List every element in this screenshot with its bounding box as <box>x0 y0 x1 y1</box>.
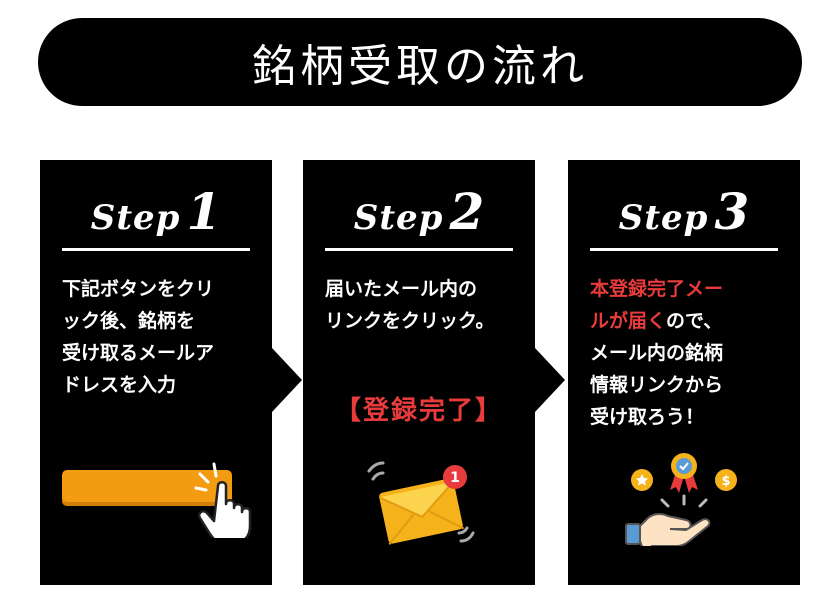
step-heading-1: Step 1 <box>40 182 272 241</box>
title-banner: 銘柄受取の流れ <box>38 18 802 106</box>
step-description-rest: ので、 メール内の銘柄 情報リンクから 受け取ろう！ <box>590 310 724 428</box>
step-panel-1: Step 1 下記ボタンをクリ ック後、銘柄を 受け取るメールア ドレスを入力 <box>40 160 272 585</box>
envelope-icon: 1 <box>367 461 475 545</box>
svg-text:$: $ <box>721 474 730 489</box>
step-panel-2: Step 2 届いたメール内の リンクをクリック。 【登録完了】 1 <box>303 160 535 585</box>
step-description-accent: 本登録完了メー ルが届く <box>590 278 724 332</box>
step-word: Step <box>618 198 709 238</box>
flow-arrow-2 <box>535 348 565 412</box>
flow-arrow-1 <box>272 348 302 412</box>
divider <box>590 248 778 251</box>
pointing-hand-icon <box>194 462 252 538</box>
page-title: 銘柄受取の流れ <box>252 41 588 92</box>
divider <box>325 248 513 251</box>
step-number: 3 <box>714 182 750 241</box>
step-number: 1 <box>186 182 222 241</box>
notification-badge-count: 1 <box>450 470 460 486</box>
step-description: 下記ボタンをクリ ック後、銘柄を 受け取るメールア ドレスを入力 <box>62 278 215 396</box>
step-word: Step <box>353 198 444 238</box>
reward-hand-icon: $ <box>625 453 737 546</box>
step-description: 届いたメール内の リンクをクリック。 <box>325 278 495 332</box>
step-number: 2 <box>449 182 485 241</box>
registration-complete-label: 【登録完了】 <box>334 396 503 426</box>
step-panel-3: Step 3 本登録完了メー ルが届くので、 メール内の銘柄 情報リンクから 受… <box>568 160 800 585</box>
step-word: Step <box>90 198 181 238</box>
divider <box>62 248 250 251</box>
step-description: 本登録完了メー ルが届くので、 メール内の銘柄 情報リンクから 受け取ろう！ <box>590 273 786 433</box>
step-heading-3: Step 3 <box>568 182 800 241</box>
step-heading-2: Step 2 <box>303 182 535 241</box>
